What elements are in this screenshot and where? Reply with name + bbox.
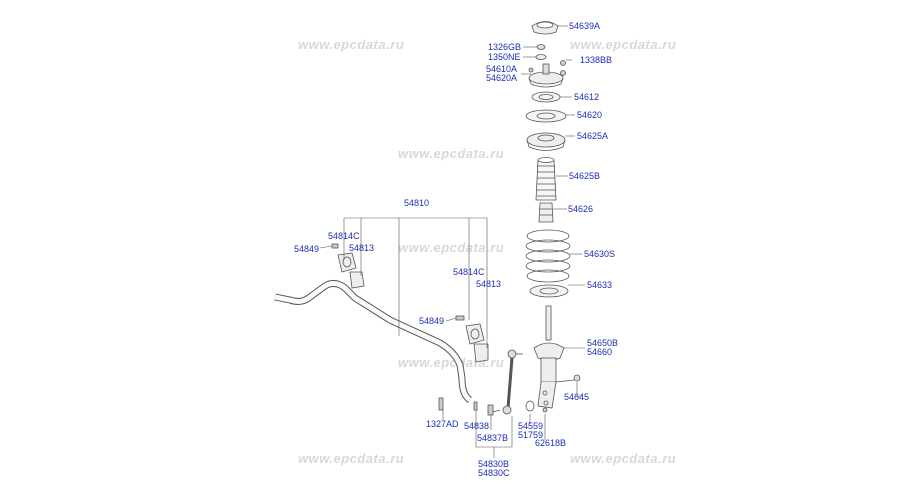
- part-label-54814C-right[interactable]: 54814C: [453, 267, 485, 277]
- hardware-part: [438, 397, 548, 416]
- part-label-54660[interactable]: 54660: [587, 347, 613, 357]
- top-cap-part: [531, 21, 559, 35]
- part-label-54620[interactable]: 54620: [577, 110, 603, 120]
- bump-stop-part: [538, 202, 554, 223]
- dust-boot-part: [535, 157, 557, 201]
- part-label-54630S[interactable]: 54630S: [584, 249, 616, 259]
- watermark: www.epcdata.ru: [570, 37, 677, 52]
- part-label-51759[interactable]: 51759: [518, 430, 544, 440]
- part-label-54813-left[interactable]: 54813: [349, 243, 375, 253]
- part-label-54830B[interactable]: 54830B: [478, 459, 510, 469]
- stabilizer-link-part: [492, 349, 523, 415]
- part-label-54612[interactable]: 54612: [574, 92, 600, 102]
- bushing-left-part: [331, 243, 365, 289]
- watermark: www.epcdata.ru: [398, 146, 505, 161]
- strut-part: [533, 305, 581, 409]
- part-label-1327AD[interactable]: 1327AD: [426, 419, 459, 429]
- part-label-54625B[interactable]: 54625B: [569, 171, 601, 181]
- part-label-54838[interactable]: 54838: [464, 421, 490, 431]
- part-label-54559[interactable]: 54559: [518, 421, 544, 431]
- part-label-54830C[interactable]: 54830C: [478, 468, 510, 478]
- part-label-1326GB[interactable]: 1326GB: [488, 42, 522, 52]
- stabilizer-bar-part: [274, 279, 473, 403]
- bearing-part: [531, 91, 561, 103]
- part-label-54625A[interactable]: 54625A: [577, 131, 609, 141]
- plate-part: [525, 109, 567, 123]
- part-label-54633[interactable]: 54633: [587, 280, 613, 290]
- bushing-right-part: [455, 315, 489, 363]
- part-label-54814C-left[interactable]: 54814C: [328, 231, 360, 241]
- part-label-54849-left[interactable]: 54849: [294, 244, 320, 254]
- watermark: www.epcdata.ru: [298, 37, 405, 52]
- part-label-54610A[interactable]: 54610A: [486, 64, 518, 74]
- top-nut-part: [535, 44, 547, 60]
- part-label-54626[interactable]: 54626: [568, 204, 594, 214]
- watermark: www.epcdata.ru: [298, 451, 405, 466]
- lower-seat-part: [529, 284, 569, 298]
- part-label-54620A[interactable]: 54620A: [486, 73, 518, 83]
- spring-seat-part: [526, 132, 566, 151]
- strut-mount-part: [528, 60, 566, 88]
- part-label-54639A[interactable]: 54639A: [569, 21, 601, 31]
- watermark: www.epcdata.ru: [398, 240, 505, 255]
- part-label-1338BB[interactable]: 1338BB: [580, 55, 613, 65]
- part-label-54849-right[interactable]: 54849: [419, 316, 445, 326]
- part-label-1350NE[interactable]: 1350NE: [488, 52, 521, 62]
- watermark: www.epcdata.ru: [570, 451, 677, 466]
- coil-spring-part: [525, 229, 571, 283]
- part-label-62618B[interactable]: 62618B: [535, 438, 567, 448]
- part-label-54837B[interactable]: 54837B: [477, 433, 509, 443]
- part-label-54650B[interactable]: 54650B: [587, 338, 619, 348]
- part-label-54645[interactable]: 54645: [564, 392, 590, 402]
- leader-lines: [319, 25, 585, 458]
- part-label-54810[interactable]: 54810: [404, 198, 430, 208]
- part-label-54813-right[interactable]: 54813: [476, 279, 502, 289]
